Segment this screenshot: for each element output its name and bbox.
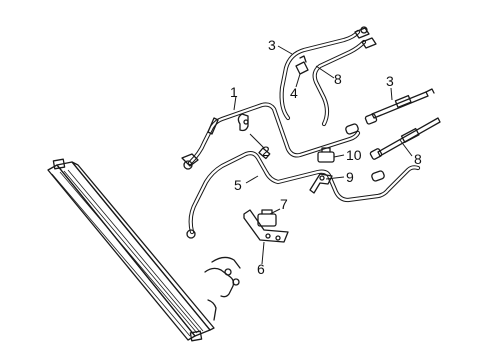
- callout-1: 1: [230, 84, 238, 100]
- ac-line-8-right: [369, 117, 441, 160]
- fitting-4: [295, 55, 309, 75]
- callout-labels: 1 2 3 3 4 5 6 7 8 8 9 10: [230, 37, 422, 277]
- callout-9: 9: [346, 169, 354, 185]
- callout-8-right: 8: [414, 151, 422, 167]
- callout-2: 2: [262, 143, 270, 159]
- ac-line-5: [186, 147, 421, 239]
- callout-3-upper: 3: [268, 37, 276, 53]
- callout-6: 6: [257, 261, 265, 277]
- ac-line-3-right: [364, 88, 435, 125]
- callout-10: 10: [346, 147, 362, 163]
- callout-5: 5: [234, 177, 242, 193]
- ac-line-3-upper: [279, 26, 370, 121]
- bracket-6: [243, 209, 289, 243]
- ac-line-8-upper: [312, 37, 377, 127]
- ac-line-1: [181, 102, 361, 170]
- bracket-2: [237, 113, 249, 132]
- callout-4: 4: [290, 85, 298, 101]
- valve-7: [257, 209, 277, 227]
- callout-8-upper: 8: [334, 71, 342, 87]
- condenser: [47, 158, 241, 342]
- callout-7: 7: [280, 196, 288, 212]
- callout-3-right: 3: [386, 73, 394, 89]
- callout-leaders: [233, 45, 413, 265]
- bracket-9: [309, 173, 333, 194]
